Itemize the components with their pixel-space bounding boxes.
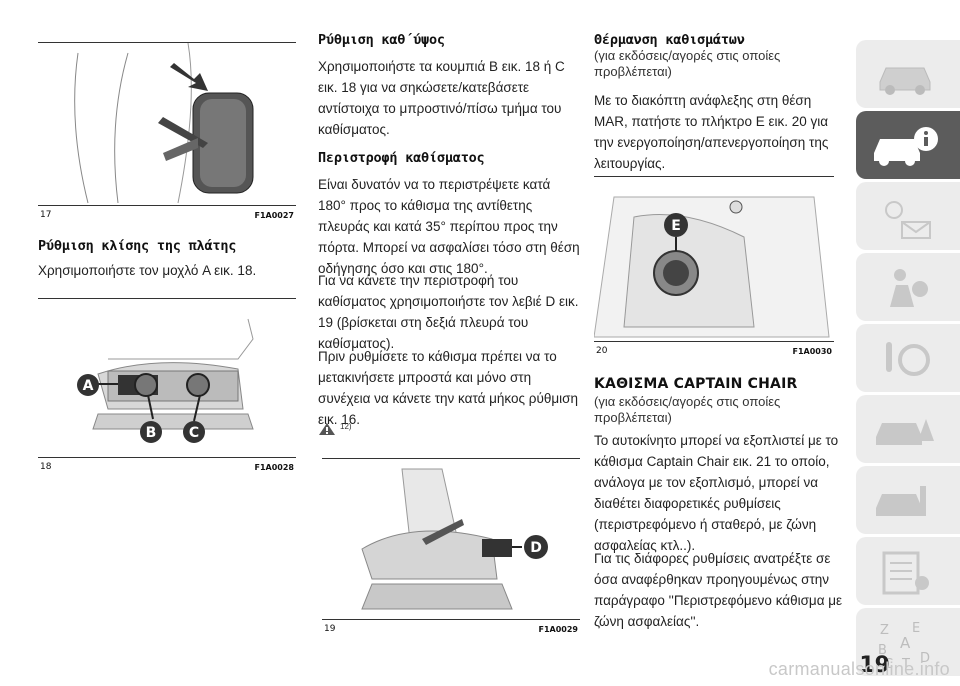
alphabet-index-icon: Z E A B C D T bbox=[878, 621, 930, 670]
seat-rotation-illustration: D bbox=[361, 468, 548, 610]
car-info-icon bbox=[874, 127, 938, 166]
figure-20-label-e: E bbox=[671, 218, 681, 234]
seat-side-illustration: A B C bbox=[77, 318, 254, 443]
rotation-text-1: Είναι δυνατόν να το περιστρέψετε κατά 18… bbox=[318, 177, 580, 276]
figure-19-label-d: D bbox=[530, 540, 542, 556]
tab-driving[interactable] bbox=[856, 324, 960, 392]
captain-chair-subtitle: (για εκδόσεις/αγορές στις οποίες προβλέπ… bbox=[594, 394, 781, 425]
rotation-text-2: Για να κάνετε την περιστροφή του καθίσμα… bbox=[318, 273, 579, 351]
captain-chair-heading: ΚΑΘΙΣΜΑ CAPTAIN CHAIR bbox=[594, 376, 798, 392]
height-text: Χρησιμοποιήστε τα κουμπιά B εικ. 18 ή C … bbox=[318, 59, 565, 137]
warning-lights-icon bbox=[885, 201, 931, 239]
tab-emergency[interactable] bbox=[856, 395, 960, 463]
tab-warning-lights[interactable] bbox=[856, 182, 960, 250]
watermark: carmanualsonline.info bbox=[768, 659, 950, 679]
tab-index[interactable]: Z E A B C D T bbox=[856, 608, 960, 676]
figure-20-image: E bbox=[594, 176, 834, 342]
page-number: 19 bbox=[859, 653, 890, 678]
figure-19-number: 19 bbox=[324, 624, 336, 634]
figure-18-label-b: B bbox=[146, 425, 157, 441]
figure-19-image: D bbox=[322, 458, 580, 620]
figure-17: 17 F1A0027 bbox=[38, 42, 296, 220]
figure-18-code: F1A0028 bbox=[254, 463, 295, 472]
rotation-heading: Περιστροφή καθίσματος bbox=[318, 150, 485, 166]
index-letter: T bbox=[901, 657, 910, 670]
tab-dashboard[interactable] bbox=[856, 40, 960, 108]
warning-triangle-icon bbox=[319, 423, 335, 435]
airbag-safety-icon bbox=[890, 269, 928, 307]
tab-safety[interactable] bbox=[856, 253, 960, 321]
figure-19: D 19 F1A0029 bbox=[322, 458, 580, 634]
car-emergency-icon bbox=[876, 419, 934, 445]
figure-17-image bbox=[38, 42, 296, 206]
figure-18-label-c: C bbox=[189, 425, 199, 441]
figure-18-image: A B C bbox=[38, 298, 296, 458]
figure-19-code: F1A0029 bbox=[538, 625, 579, 634]
warning-note: 12) bbox=[318, 422, 352, 436]
tab-car-info[interactable] bbox=[856, 111, 960, 179]
figure-17-number: 17 bbox=[40, 210, 52, 220]
maintenance-icon bbox=[876, 486, 926, 516]
rotation-text-3: Πριν ρυθμίσετε το κάθισμα πρέπει να το μ… bbox=[318, 349, 578, 427]
chapter-sidebar: Z E A B C D T bbox=[856, 40, 960, 679]
car-dashboard-icon bbox=[879, 67, 931, 95]
seat-backrest-illustration bbox=[74, 43, 254, 204]
steering-wheel-icon bbox=[886, 342, 930, 376]
figure-20: E 20 F1A0030 bbox=[594, 176, 834, 356]
warning-reference: 12) bbox=[340, 422, 352, 431]
heating-subtitle: (για εκδόσεις/αγορές στις οποίες προβλέπ… bbox=[594, 48, 781, 79]
index-letter: D bbox=[920, 651, 930, 666]
backrest-heading: Ρύθμιση κλίσης της πλάτης bbox=[38, 238, 237, 254]
figure-17-code: F1A0027 bbox=[254, 211, 295, 220]
index-letter: C bbox=[884, 657, 893, 670]
backrest-text: Χρησιμοποιήστε τον μοχλό A εικ. 18. bbox=[38, 263, 257, 278]
heated-seat-button-illustration: E bbox=[594, 196, 830, 338]
figure-18-label-a: A bbox=[83, 378, 94, 394]
figure-18-number: 18 bbox=[40, 462, 52, 472]
heating-text: Με το διακόπτη ανάφλεξης στη θέση MAR, π… bbox=[594, 93, 829, 171]
index-letter: B bbox=[878, 643, 887, 658]
captain-chair-text-2: Για τις διάφορες ρυθμίσεις ανατρέξτε σε … bbox=[594, 551, 843, 629]
height-heading: Ρύθμιση καθ΄ύψος bbox=[318, 32, 445, 48]
tab-maintenance[interactable] bbox=[856, 466, 960, 534]
index-letter: A bbox=[900, 634, 911, 652]
index-letter: E bbox=[912, 621, 920, 636]
captain-chair-text-1: Το αυτοκίνητο μπορεί να εξοπλιστεί με το… bbox=[594, 433, 839, 553]
figure-20-number: 20 bbox=[596, 346, 608, 356]
index-letter: Z bbox=[880, 623, 889, 638]
technical-data-icon bbox=[882, 551, 929, 595]
heating-heading: Θέρμανση καθισμάτων bbox=[594, 32, 745, 48]
figure-18: A B C 18 F1A0028 bbox=[38, 298, 296, 472]
figure-20-code: F1A0030 bbox=[792, 347, 833, 356]
tab-technical-data[interactable] bbox=[856, 537, 960, 605]
